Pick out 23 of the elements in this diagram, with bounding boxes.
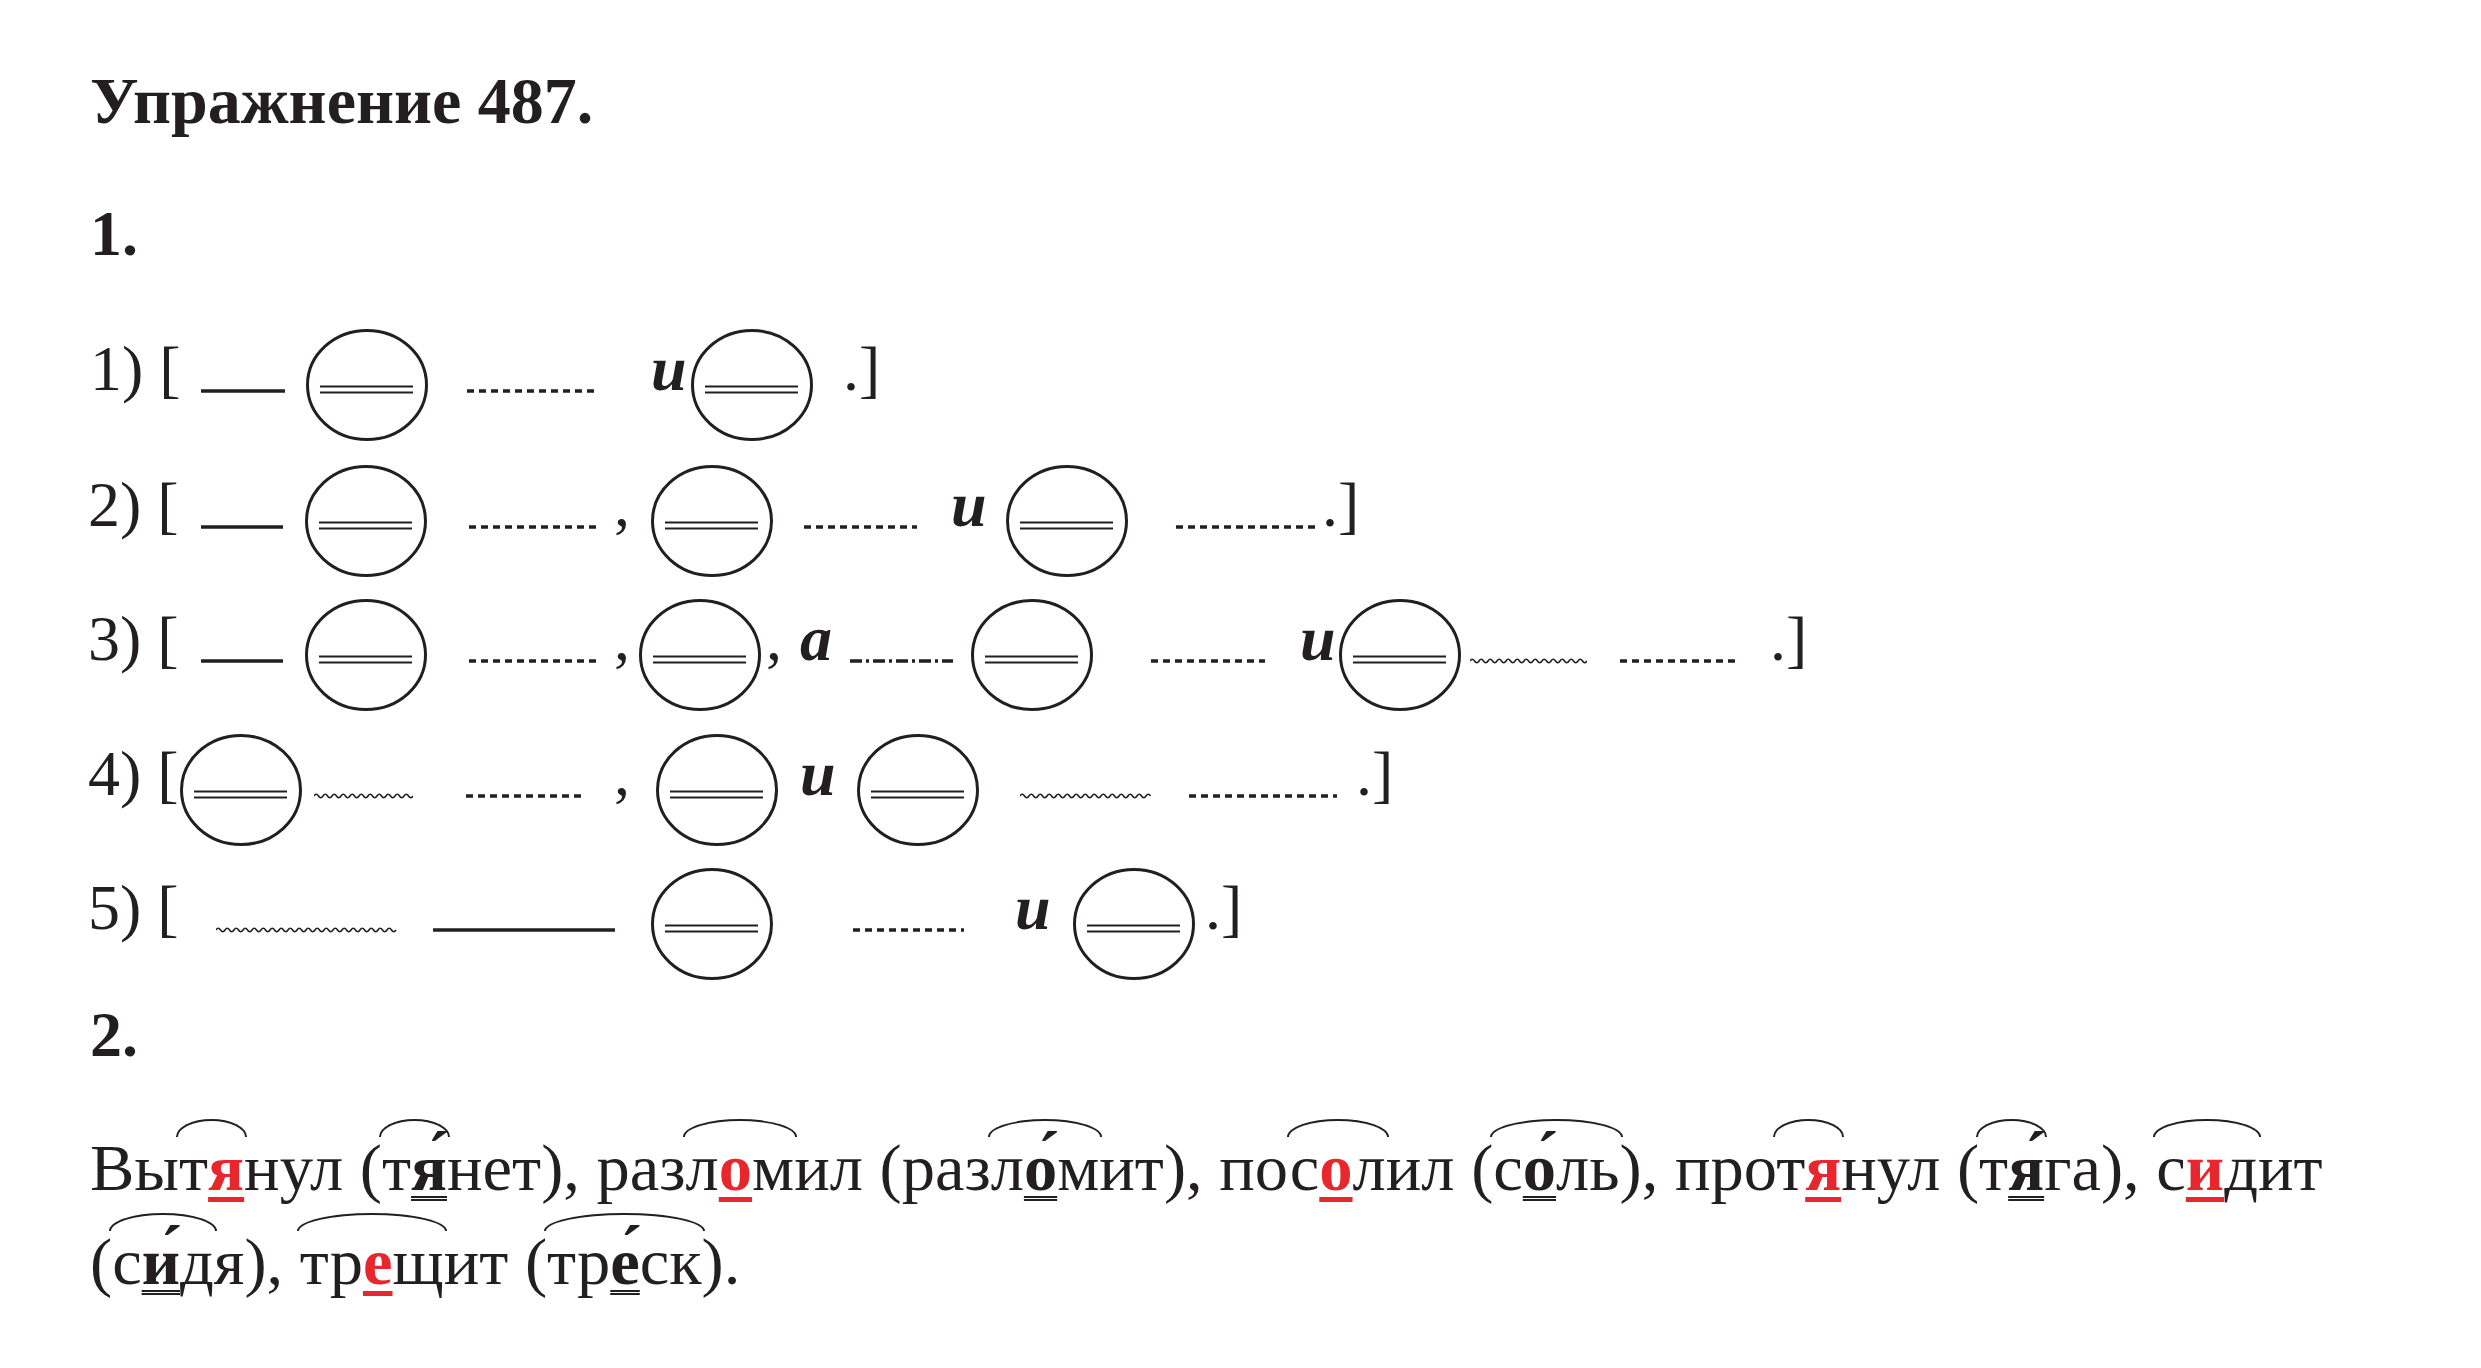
- conjunction: и: [951, 473, 987, 538]
- scheme-text: .]: [843, 337, 881, 402]
- scheme-text: ,: [614, 607, 630, 672]
- scheme-text: ,: [614, 742, 630, 807]
- scheme-text: .]: [1770, 607, 1808, 672]
- scheme-text: 2) [: [88, 473, 179, 538]
- scheme-text: ,: [614, 473, 630, 538]
- conjunction: и: [651, 337, 687, 402]
- conjunction: и: [800, 742, 836, 807]
- scheme-text: 1) [: [90, 337, 181, 402]
- scheme-text: .]: [1205, 876, 1243, 941]
- scheme-text: 4) [: [88, 742, 179, 807]
- answer-text: Вытянул (тя́нет), разломил (разло́мит), посолил (со́ль), протянул (тя́га), сидит (си́дя), трещит (тре́ск).: [90, 1120, 2430, 1309]
- section-number: 1.: [90, 202, 138, 267]
- scheme-text: ,: [766, 607, 782, 672]
- conjunction: а: [800, 607, 832, 672]
- scheme-text: 3) [: [88, 607, 179, 672]
- scheme-text: .]: [1356, 742, 1394, 807]
- section-number: 2.: [90, 1003, 138, 1068]
- conjunction: и: [1015, 876, 1051, 941]
- scheme-text: 5) [: [88, 876, 179, 941]
- scheme-text: .]: [1322, 473, 1360, 538]
- conjunction: и: [1300, 607, 1336, 672]
